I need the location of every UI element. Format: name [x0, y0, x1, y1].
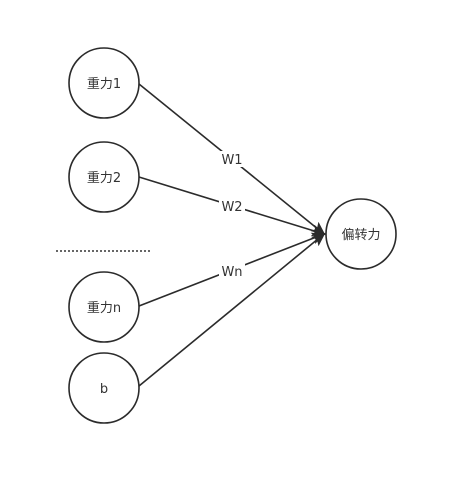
input-node-1-label: 重力1	[87, 76, 121, 92]
edges	[138, 83, 326, 387]
input-node-n: 重力n	[68, 271, 140, 343]
bias-node-label: b	[100, 382, 108, 397]
output-node: 偏转力	[325, 198, 397, 270]
weight-label-2: W2	[221, 200, 242, 215]
bias-node: b	[68, 352, 140, 424]
input-node-1: 重力1	[68, 47, 140, 119]
input-node-2-label: 重力2	[87, 170, 121, 186]
input-node-2: 重力2	[68, 141, 140, 213]
output-node-label: 偏转力	[341, 228, 380, 243]
weight-label-n: Wn	[221, 265, 242, 280]
input-node-n-label: 重力n	[87, 300, 121, 316]
edge-labels: W1 W2 Wn	[219, 151, 245, 280]
weight-label-1: W1	[221, 153, 242, 168]
edge-input-bias	[138, 232, 326, 387]
